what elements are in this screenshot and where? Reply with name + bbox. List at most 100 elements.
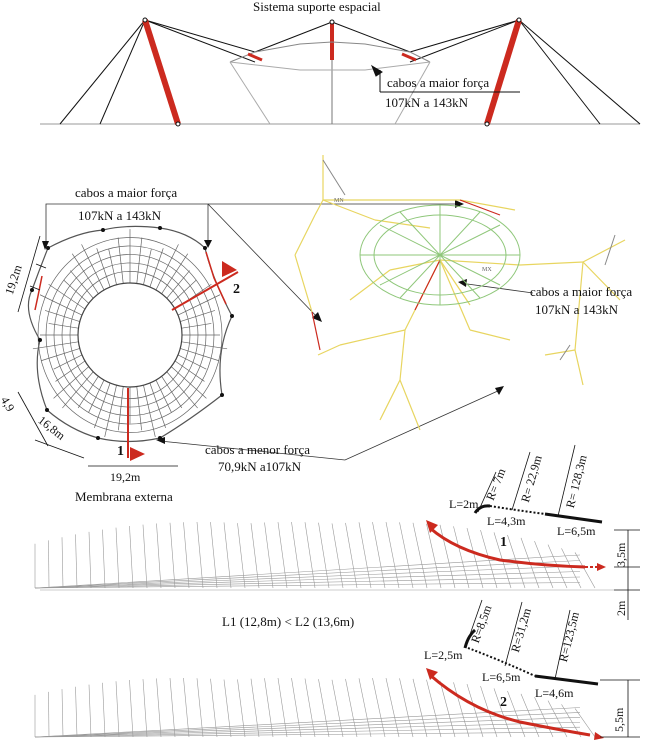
mesh-line (48, 540, 50, 589)
membrane-caption: Membrana externa (75, 489, 173, 504)
mesh-line (104, 385, 117, 438)
mesh-line (34, 576, 581, 589)
mesh-line (177, 294, 221, 316)
mesh-line (385, 677, 400, 738)
mesh-line (40, 348, 80, 362)
mesh-line (44, 310, 80, 322)
mesh-line (71, 253, 99, 294)
mesh-line (183, 677, 190, 738)
membrane-plan (17, 200, 534, 467)
mesh-line (161, 253, 189, 294)
dim-bottom: 19,2m (110, 470, 141, 484)
mesh-line (61, 689, 64, 738)
mesh-line (34, 717, 581, 738)
mesh-line (142, 679, 148, 738)
mesh-line (149, 248, 164, 288)
mesh-line (143, 385, 156, 438)
mesh-line (34, 582, 581, 589)
mesh-line (480, 529, 498, 589)
mesh-line (345, 522, 358, 589)
mesh-line (291, 521, 302, 589)
mesh-line (156, 678, 162, 738)
s1-length-3: L=6,5m (557, 524, 596, 538)
mesh-line (166, 371, 198, 409)
mesh-line (210, 678, 218, 738)
left-callout-line2: 107kN a 143kN (78, 208, 162, 223)
mesh-ring (37, 237, 223, 433)
mesh-line (34, 554, 581, 589)
mesh-line (171, 366, 207, 399)
left-callout-line1: cabos a maior força (75, 185, 178, 200)
mesh-line (318, 522, 330, 589)
marker-2: 2 (233, 282, 240, 297)
mesh-line (331, 679, 344, 738)
mesh-line (453, 526, 470, 589)
mesh-line (291, 678, 302, 738)
mesh-line (81, 244, 105, 291)
mesh-line (399, 522, 414, 589)
mesh-line (75, 534, 78, 589)
s1-length-1: L=2m (449, 497, 479, 511)
membrane-inner-opening (77, 282, 183, 388)
mesh-line (34, 565, 581, 589)
mesh-line (318, 679, 330, 738)
mesh-line (466, 683, 484, 738)
mesh-line (331, 523, 344, 589)
mesh-line (345, 678, 358, 738)
mesh-line (304, 678, 316, 738)
mesh-line (534, 696, 554, 738)
mesh-line (94, 382, 111, 428)
mesh-line (169, 678, 176, 738)
mesh-line (48, 323, 79, 329)
mesh-ring (53, 254, 207, 416)
mesh-line (48, 283, 86, 310)
right-callout-line2: 107kN a 143kN (535, 302, 619, 317)
mesh-line (102, 529, 106, 589)
tag-mx: MX (482, 267, 492, 273)
mesh-line (96, 248, 111, 288)
mesh-line (237, 523, 246, 589)
mesh-line (574, 708, 596, 738)
mesh-line (223, 522, 232, 589)
mesh-line (358, 522, 372, 589)
top-callout-line2: 107kN a 143kN (385, 95, 469, 110)
mesh-line (237, 679, 246, 738)
mesh-line (181, 341, 228, 350)
mesh-line (171, 279, 197, 304)
mesh-line (520, 693, 540, 738)
s2-height: 5,5m (612, 707, 626, 732)
mesh-line (426, 523, 442, 589)
mesh-line (61, 537, 64, 589)
mesh-line (174, 360, 205, 382)
mesh-line (493, 688, 512, 738)
length-comparison: L1 (12,8m) < L2 (13,6m) (222, 614, 355, 629)
mesh-line (117, 237, 124, 284)
mesh-line (142, 524, 148, 589)
mesh-line (156, 523, 162, 589)
mesh-line (277, 522, 288, 589)
mesh-line (372, 521, 386, 589)
top-callout-line1: cabos a maior força (387, 75, 490, 90)
mesh-line (32, 341, 79, 350)
marker-1: 1 (117, 444, 124, 459)
mesh-line (385, 521, 400, 589)
mesh-line (181, 323, 212, 329)
mesh-line (453, 682, 470, 738)
support-system-drawing (40, 17, 641, 127)
mesh-line (412, 678, 428, 738)
s2-length-2: L=6,5m (482, 670, 521, 684)
mesh-line (136, 237, 143, 284)
s2-marker: 2 (500, 695, 507, 710)
s1-height: 3,5m (614, 542, 628, 567)
mesh-line (102, 682, 106, 738)
mesh-line (34, 712, 581, 738)
mesh-line (115, 681, 120, 738)
mesh-line (372, 677, 386, 738)
mesh-line (155, 244, 179, 291)
mesh-line (115, 527, 120, 589)
mesh-line (561, 548, 582, 589)
right-callout-line1: cabos a maior força (530, 284, 633, 299)
mesh-line (264, 678, 274, 738)
mesh-line (48, 691, 50, 738)
